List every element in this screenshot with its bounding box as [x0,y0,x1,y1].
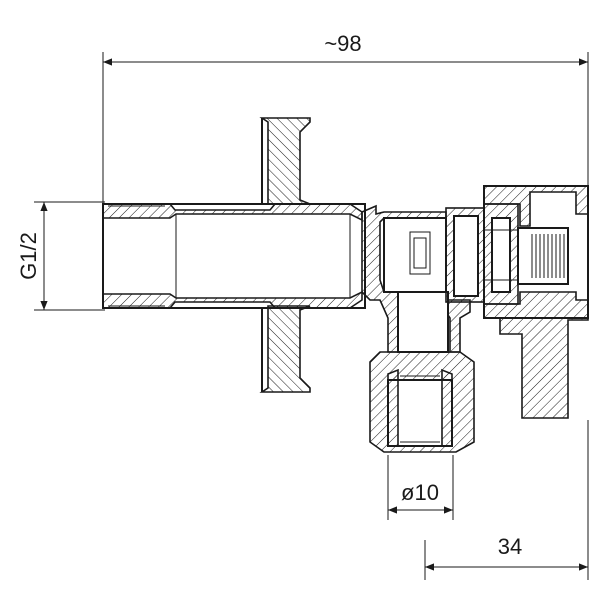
knurl-lines [531,234,565,278]
outlet-diameter-label: ø10 [401,480,439,505]
overall-length-label: ~98 [324,31,361,56]
wall-flange [259,117,311,393]
outlet-fitting [369,351,475,453]
thread-size-dimension: G1/2 [16,201,105,311]
valve-handle [483,185,589,419]
thread-size-label: G1/2 [16,232,41,280]
valve-headwork [445,203,569,305]
handle-offset-dimension: 34 [424,420,589,580]
handle-offset-label: 34 [498,534,522,559]
inlet-pipe [102,203,366,309]
overall-length-dimension: ~98 [102,31,589,205]
valve-body [361,204,471,353]
outlet-diameter-dimension: ø10 [387,455,454,520]
